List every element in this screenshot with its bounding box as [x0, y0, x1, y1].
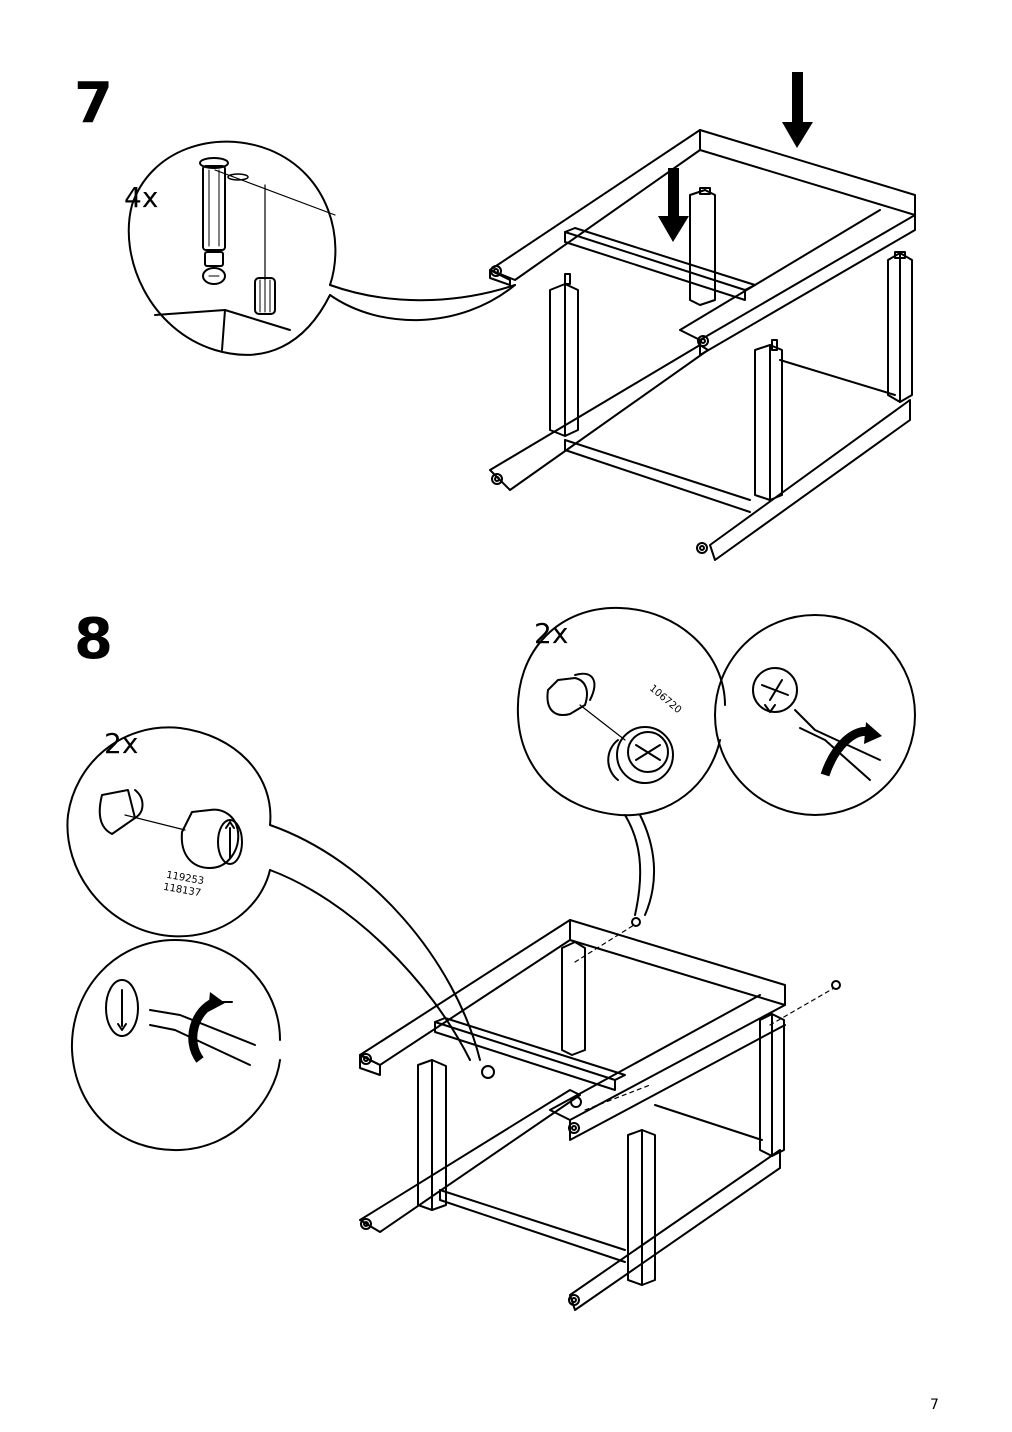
quantity-label: 2x — [534, 617, 569, 650]
arrow-down-icon — [782, 72, 813, 148]
rotate-clockwise-icon — [188, 992, 225, 1063]
step8-right-detail-circle — [516, 606, 726, 916]
step-number: 7 — [74, 71, 113, 136]
quantity-label: 2x — [104, 727, 139, 760]
cam-lock-icon — [607, 726, 674, 784]
step8-left-turn-circle — [70, 939, 281, 1152]
step8-right-turn-circle — [714, 614, 916, 816]
step7-frame-drawing — [489, 129, 916, 561]
step8-left-detail-circle — [66, 726, 481, 1061]
step-number: 8 — [74, 607, 113, 672]
cam-bolt-icon — [199, 157, 229, 285]
rotate-clockwise-icon — [820, 722, 882, 777]
page-number: 7 — [930, 1397, 939, 1413]
step7-detail-circle — [127, 140, 516, 356]
cam-lock-icon — [180, 808, 243, 869]
dowel-icon — [254, 277, 276, 315]
step8-frame-drawing — [359, 917, 841, 1311]
arrow-down-icon — [658, 168, 689, 242]
quantity-label: 4x — [124, 181, 159, 214]
